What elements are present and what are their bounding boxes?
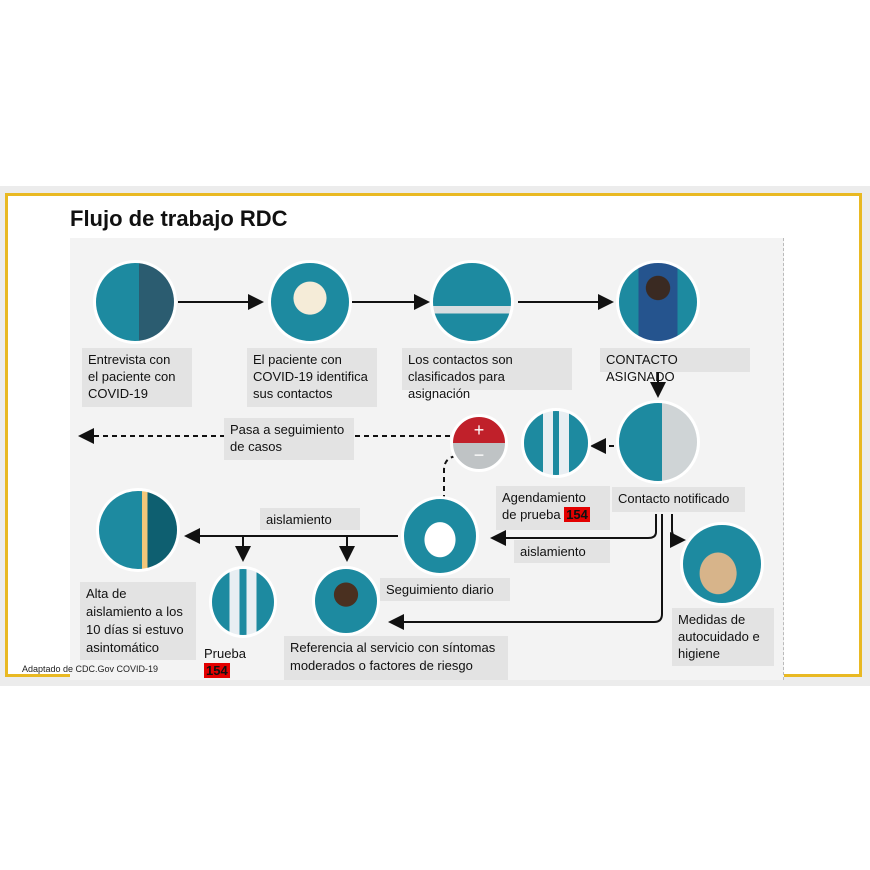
minus-icon: − bbox=[473, 445, 485, 465]
arrow-notificado-referencia bbox=[388, 514, 663, 630]
interview-illustration bbox=[93, 260, 177, 344]
label-aislamiento-right: aislamiento bbox=[514, 540, 610, 563]
notified-contact-illustration bbox=[616, 400, 700, 484]
label-contacto-notificado: Contacto notificado bbox=[612, 487, 745, 512]
classification-illustration bbox=[430, 260, 514, 344]
doctor-illustration bbox=[312, 566, 380, 636]
assigned-contact-illustration bbox=[616, 260, 700, 344]
arrow-notificado-seguimiento bbox=[490, 514, 657, 546]
groceries-illustration bbox=[680, 522, 764, 606]
phone-number-badge-2: 154 bbox=[204, 663, 230, 678]
test-tubes-icon-2 bbox=[209, 566, 277, 638]
arrow-notificado-medidas bbox=[669, 514, 686, 548]
label-contacto-asignado: CONTACTO ASIGNADO bbox=[600, 348, 750, 384]
plus-icon: + bbox=[473, 420, 485, 440]
phone-number-badge: 154 bbox=[564, 507, 590, 522]
label-seguimiento-diario: Seguimiento diario bbox=[380, 578, 510, 601]
test-tubes-icon bbox=[521, 408, 591, 478]
door-exit-illustration bbox=[96, 488, 180, 572]
page-title: Flujo de trabajo RDC bbox=[70, 206, 288, 231]
contacts-list-illustration bbox=[268, 260, 352, 344]
clipboard-icon bbox=[401, 496, 479, 576]
result-indicator: + − bbox=[450, 414, 508, 472]
source-footnote: Adaptado de CDC.Gov COVID-19 bbox=[22, 664, 159, 674]
label-aislamiento-top: aislamiento bbox=[260, 508, 360, 530]
